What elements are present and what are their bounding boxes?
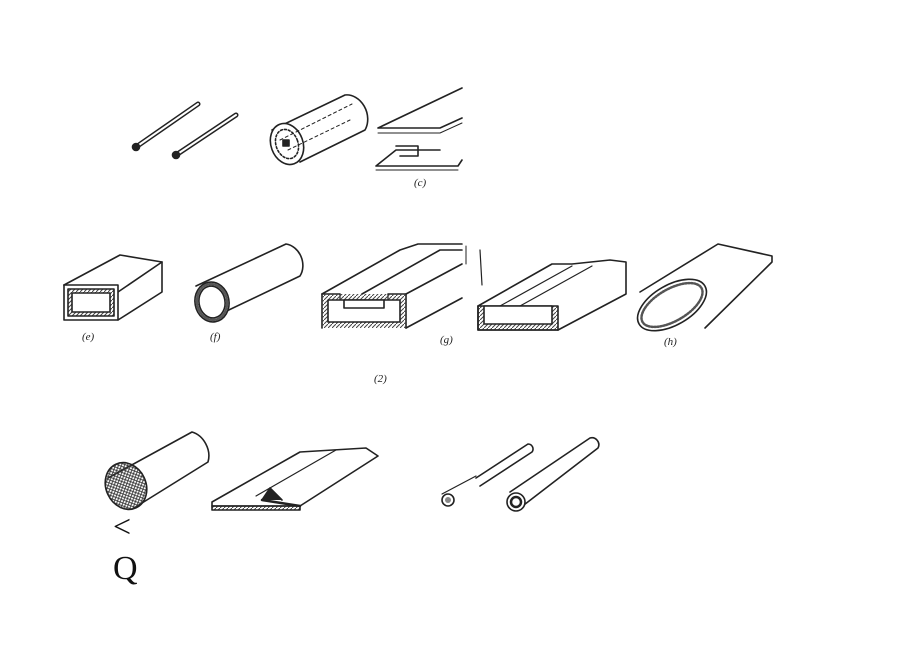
- solid-stranded-cylinder: [104, 431, 210, 511]
- label-e: (e): [82, 331, 95, 343]
- flat-strip-c: [375, 87, 463, 171]
- open-channel-profile: [477, 249, 627, 331]
- figure-number: (2): [374, 373, 387, 385]
- round-tube-f: [194, 243, 304, 323]
- small-tube-1: [441, 443, 534, 507]
- less-than-glyph: <: [113, 508, 132, 544]
- label-g: (g): [440, 334, 453, 346]
- label-f: (f): [210, 331, 221, 343]
- flat-folded-strip: [211, 447, 379, 511]
- q-glyph: Q: [113, 550, 138, 587]
- oval-tube-h: [636, 243, 773, 332]
- stranded-cylinder: [269, 94, 369, 166]
- hollow-rect-bar-e: [63, 254, 163, 321]
- hollow-channel-g: [321, 243, 467, 329]
- label-h: (h): [664, 336, 677, 348]
- label-c: (c): [414, 177, 427, 189]
- thin-rod-2: [171, 112, 239, 160]
- thin-rod-1: [131, 101, 201, 152]
- small-tube-2: [506, 436, 600, 512]
